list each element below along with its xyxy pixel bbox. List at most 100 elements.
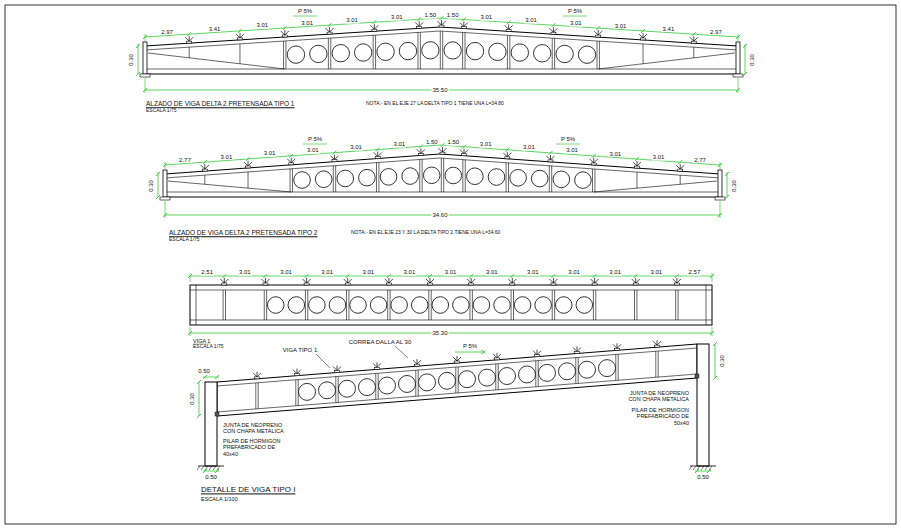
- dimension-line: [145, 18, 738, 37]
- purlin-symbol: [417, 26, 422, 28]
- void-circle: [539, 364, 556, 381]
- dimension-label: 3.01: [479, 141, 493, 148]
- leader-line: [395, 346, 408, 358]
- bottom-chord: [165, 196, 720, 197]
- dimension-label: 3.01: [220, 153, 234, 160]
- slope-arrow: [563, 16, 587, 17]
- dimension-tick: [419, 144, 423, 148]
- dimension-label: 2.51: [200, 269, 214, 276]
- dimension-label: 0.50: [204, 474, 218, 481]
- purlin-symbol: [426, 278, 434, 283]
- void-circle: [578, 46, 595, 63]
- dimension-label: 3.01: [390, 13, 404, 20]
- web-vertical: [285, 41, 286, 69]
- purlin-symbol: [326, 27, 334, 32]
- dimension-label: 35.30: [431, 330, 448, 337]
- part-label: JUNTA DE NEOPRENO CON CHAPA METALICA: [222, 422, 286, 435]
- flange-line: [190, 320, 712, 321]
- purlin-symbol: [632, 278, 640, 283]
- web-vertical: [376, 163, 377, 192]
- dimension-label: 3.01: [565, 147, 579, 154]
- web-vertical: [333, 166, 334, 192]
- part-label: VIGA TIPO 1: [282, 347, 319, 354]
- void-circle: [288, 297, 305, 314]
- dimension-tick: [376, 148, 380, 152]
- void-circle: [391, 297, 408, 314]
- purlin-symbol: [655, 345, 660, 347]
- purlin-symbol: [374, 152, 382, 157]
- void-circle: [510, 169, 527, 186]
- ground-hatch: [209, 466, 212, 470]
- void-circle: [444, 42, 461, 59]
- dimension-label: P 5%: [560, 136, 576, 143]
- dimension-tick: [305, 274, 309, 278]
- part-label: PILAR DE HORMIGON PREFABRICADO DE 40x40: [222, 438, 288, 457]
- purlin-symbol: [415, 21, 423, 26]
- dimension-label: 0.30: [128, 53, 135, 67]
- void-circle: [359, 169, 376, 186]
- dimension-tick: [346, 274, 350, 278]
- purlin-symbol: [634, 166, 639, 168]
- web-vertical: [223, 290, 224, 320]
- dimension-tick: [156, 195, 160, 199]
- web-vertical: [428, 290, 429, 320]
- purlin-symbol: [438, 20, 446, 25]
- beam-outline: [217, 344, 697, 416]
- purlin-symbol: [591, 163, 596, 165]
- void-circle: [439, 372, 456, 389]
- web-line: [148, 53, 285, 69]
- concrete-pillar: [205, 382, 217, 466]
- dimension-label: 3.01: [649, 269, 663, 276]
- web-line: [598, 53, 735, 69]
- void-circle: [514, 297, 531, 314]
- dimension-label: 3.01: [485, 269, 499, 276]
- purlin-symbol: [495, 358, 500, 360]
- extension-line: [165, 162, 166, 169]
- purlin-symbol: [304, 283, 309, 285]
- dimension-tick: [136, 44, 140, 48]
- dimension-tick: [725, 195, 729, 199]
- dimension-label: 3.01: [403, 269, 417, 276]
- dimension-label: 1.50: [446, 11, 460, 18]
- scale-note: ESCALA 1/75: [192, 344, 225, 350]
- purlin-symbol: [202, 169, 207, 171]
- neoprene-pad: [695, 374, 699, 378]
- dimension-tick: [593, 274, 597, 278]
- dimension-tick: [203, 160, 207, 164]
- concrete-pillar: [697, 344, 709, 466]
- purlin-symbol: [385, 278, 393, 283]
- purlin-symbol: [549, 27, 557, 32]
- web-vertical: [290, 169, 291, 192]
- dimension-tick: [283, 26, 287, 30]
- extension-line: [720, 162, 721, 169]
- dimension-label: 3.01: [361, 269, 375, 276]
- dimension-label: 3.01: [609, 150, 623, 157]
- part-label: JUNTA DE NEOPRENO CON CHAPA METALICA: [626, 390, 690, 403]
- dimension-label: 3.01: [652, 153, 666, 160]
- scale-note: ESCALA 1/75: [168, 237, 201, 243]
- dimension-line: [190, 276, 712, 277]
- dimension-line: [727, 172, 728, 197]
- dimension-label: 3.01: [444, 269, 458, 276]
- part-label: CORREA DALLA AL 30: [348, 339, 412, 346]
- purlin-symbol: [287, 158, 295, 163]
- ground-line: [690, 466, 716, 467]
- purlin-symbol: [460, 22, 468, 27]
- dimension-label: 3.01: [479, 13, 493, 20]
- purlin-symbol: [506, 29, 511, 31]
- dimension-tick: [707, 469, 711, 473]
- end-block: [196, 285, 197, 325]
- web-vertical: [440, 31, 441, 69]
- dimension-tick: [551, 23, 555, 27]
- dimension-tick: [332, 151, 336, 155]
- purlin-symbol: [573, 347, 581, 352]
- web-vertical: [465, 33, 466, 69]
- purlin-symbol: [345, 283, 350, 285]
- web-vertical: [373, 35, 374, 69]
- top-chord: [145, 27, 738, 46]
- void-circle: [332, 44, 349, 61]
- web-vertical: [330, 38, 331, 69]
- web-vertical: [593, 290, 594, 320]
- web-vertical: [335, 166, 336, 192]
- void-circle: [556, 45, 573, 62]
